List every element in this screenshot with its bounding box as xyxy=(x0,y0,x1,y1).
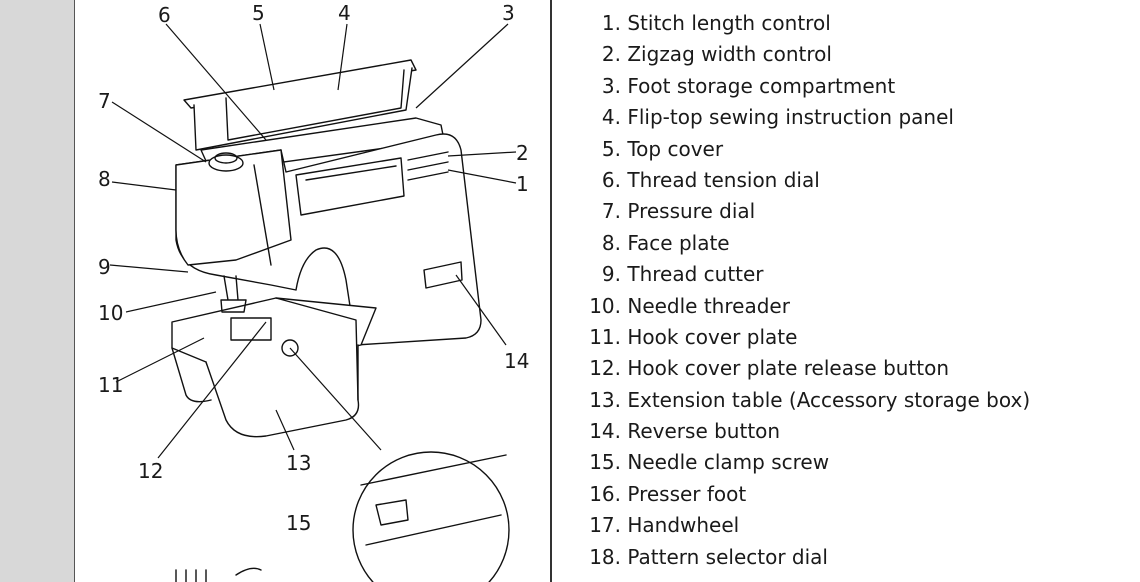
list-item: 9. Thread cutter xyxy=(585,259,1030,290)
callout-4: 4 xyxy=(338,1,351,25)
item-label: Needle threader xyxy=(627,293,790,318)
item-number: 4. xyxy=(601,105,621,130)
machine-drawing xyxy=(171,59,510,582)
list-item: 12. Hook cover plate release button xyxy=(585,353,1030,384)
item-number: 2. xyxy=(601,42,621,67)
item-number: 7. xyxy=(601,199,621,224)
item-label: Face plate xyxy=(627,230,730,255)
item-number: 3. xyxy=(601,73,621,98)
item-number: 14. xyxy=(589,419,621,444)
item-number: 17. xyxy=(589,513,621,538)
callout-5: 5 xyxy=(252,1,265,25)
item-label: Stitch length control xyxy=(627,11,831,35)
column-divider xyxy=(550,0,552,582)
list-item: 14. Reverse button xyxy=(585,416,1030,447)
callout-14: 14 xyxy=(504,349,529,373)
callout-13: 13 xyxy=(286,451,311,475)
callout-7: 7 xyxy=(98,89,111,113)
callout-2: 2 xyxy=(516,141,529,165)
item-number: 6. xyxy=(601,167,621,192)
item-number: 12. xyxy=(589,356,621,381)
callout-12: 12 xyxy=(138,459,163,483)
list-item: 6. Thread tension dial xyxy=(585,165,1030,196)
list-item: 3. Foot storage compartment xyxy=(585,71,1030,102)
list-item: 11. Hook cover plate xyxy=(585,322,1030,353)
callout-numbers: 6 5 4 3 7 2 8 1 9 10 14 11 13 12 15 xyxy=(98,1,529,535)
list-item: 4. Flip-top sewing instruction panel xyxy=(585,102,1030,133)
item-number: 16. xyxy=(589,481,621,506)
item-label: Reverse button xyxy=(627,419,781,444)
item-number: 10. xyxy=(589,293,621,318)
list-item: 18. Pattern selector dial xyxy=(585,542,1030,573)
callout-1: 1 xyxy=(516,172,529,196)
page-margin xyxy=(0,0,75,582)
item-label: Thread cutter xyxy=(627,262,764,287)
callout-8: 8 xyxy=(98,167,111,191)
list-item: 10. Needle threader xyxy=(585,291,1030,322)
item-label: Hook cover plate xyxy=(627,324,798,349)
list-item: 7. Pressure dial xyxy=(585,196,1030,227)
item-number: 9. xyxy=(601,262,621,287)
item-number: 11. xyxy=(589,324,621,349)
item-number: 5. xyxy=(601,136,621,161)
item-number: 15. xyxy=(589,450,621,475)
parts-list: 1. Stitch length control 2. Zigzag width… xyxy=(585,8,1030,573)
callout-3: 3 xyxy=(502,1,515,25)
list-item: 2. Zigzag width control xyxy=(585,39,1030,70)
list-item: 17. Handwheel xyxy=(585,510,1030,541)
leader-lines xyxy=(109,23,517,459)
callout-11: 11 xyxy=(98,373,123,397)
item-label: Hook cover plate release button xyxy=(627,356,950,381)
item-label: Needle clamp screw xyxy=(627,450,830,475)
item-label: Pressure dial xyxy=(627,199,756,224)
list-item: 15. Needle clamp screw xyxy=(585,447,1030,478)
item-number: 8. xyxy=(601,230,621,255)
item-label: Foot storage compartment xyxy=(627,73,896,98)
item-label: Zigzag width control xyxy=(627,42,832,67)
callout-6: 6 xyxy=(158,3,171,27)
item-label: Flip-top sewing instruction panel xyxy=(627,105,954,130)
list-item: 16. Presser foot xyxy=(585,479,1030,510)
callout-15: 15 xyxy=(286,511,311,535)
item-label: Pattern selector dial xyxy=(627,544,828,569)
item-label: Presser foot xyxy=(627,481,747,506)
item-label: Top cover xyxy=(627,136,724,161)
item-number: 1. xyxy=(601,11,621,35)
item-label: Handwheel xyxy=(627,513,740,538)
list-item: 8. Face plate xyxy=(585,228,1030,259)
list-item: 5. Top cover xyxy=(585,134,1030,165)
sewing-machine-diagram: 6 5 4 3 7 2 8 1 9 10 14 11 13 12 15 xyxy=(98,1,529,582)
callout-9: 9 xyxy=(98,255,111,279)
callout-10: 10 xyxy=(98,301,123,325)
item-label: Thread tension dial xyxy=(627,167,820,192)
item-label: Extension table (Accessory storage box) xyxy=(627,387,1031,412)
list-item: 1. Stitch length control xyxy=(585,8,1030,39)
list-item: 13. Extension table (Accessory storage b… xyxy=(585,385,1030,416)
item-number: 13. xyxy=(589,387,621,412)
item-number: 18. xyxy=(589,544,621,569)
